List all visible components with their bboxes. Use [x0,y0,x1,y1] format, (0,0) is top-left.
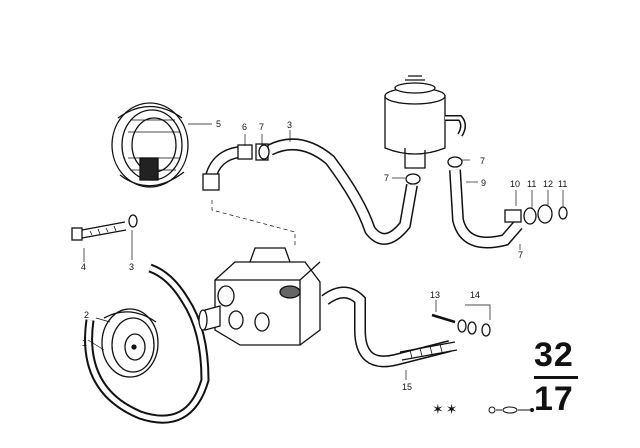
callout-3-washer: 3 [129,262,134,272]
oil-reservoir [384,75,466,169]
group-number-main: 32 [534,336,574,374]
steering-gear-box [198,247,321,346]
detail-marker-icon [488,406,534,414]
bolt-and-washer [71,214,138,241]
suction-hose [449,169,523,249]
callout-6: 6 [242,122,247,132]
hollow-bolt-washers [431,313,491,337]
callout-10: 10 [510,179,520,189]
callout-5: 5 [216,119,221,129]
pulley-large [111,102,189,188]
callout-7-lower: 7 [518,250,523,260]
leader-lines [83,123,564,380]
callout-12: 12 [543,179,553,189]
callout-15: 15 [402,382,412,392]
drive-belt [84,263,210,424]
group-number-divider [534,376,578,379]
stars-label: ✶✶ [432,402,460,418]
callout-4: 4 [81,262,86,272]
banjo-fittings [504,204,568,225]
return-hose [202,138,418,245]
callout-3-hose: 3 [287,120,292,130]
callout-1: 1 [82,338,87,348]
callout-11-right: 11 [558,179,567,189]
group-number-sub: 17 [534,380,574,418]
callout-11-left: 11 [527,179,536,189]
callout-7-top: 7 [259,122,264,132]
pulley-small [101,308,159,378]
callout-9: 9 [481,178,486,188]
callout-14: 14 [470,290,480,300]
hose-clamps [258,144,463,185]
callout-13: 13 [430,290,440,300]
callout-7-reservoir-left: 7 [384,173,389,183]
callout-2: 2 [84,310,89,320]
callout-7-reservoir-right: 7 [480,156,485,166]
pressure-hose [321,286,458,368]
